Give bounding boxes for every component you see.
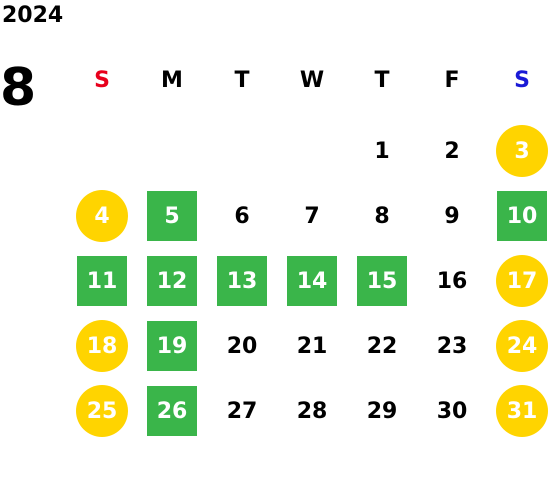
day-cell[interactable]: 23 — [436, 333, 468, 359]
day-cell[interactable]: 4 — [76, 190, 128, 242]
weekday-sat: S — [514, 68, 530, 93]
weekday-sun: S — [94, 68, 110, 93]
day-cell[interactable]: 24 — [496, 320, 548, 372]
day-cell[interactable]: 13 — [217, 256, 267, 306]
day-cell[interactable]: 22 — [366, 333, 398, 359]
weekday-wed: W — [299, 68, 325, 93]
weekday-mon: M — [161, 68, 183, 93]
day-cell[interactable]: 20 — [226, 333, 258, 359]
weekday-tue: T — [234, 68, 250, 93]
day-cell[interactable]: 3 — [496, 125, 548, 177]
day-cell[interactable]: 6 — [234, 203, 250, 229]
day-cell[interactable]: 2 — [444, 138, 460, 164]
day-cell[interactable]: 27 — [226, 398, 258, 424]
day-cell[interactable]: 25 — [76, 385, 128, 437]
day-cell[interactable]: 7 — [304, 203, 320, 229]
day-cell[interactable]: 28 — [296, 398, 328, 424]
day-cell[interactable]: 29 — [366, 398, 398, 424]
day-cell[interactable]: 21 — [296, 333, 328, 359]
day-cell[interactable]: 30 — [436, 398, 468, 424]
year-label: 2024 — [2, 3, 64, 28]
day-cell[interactable]: 5 — [147, 191, 197, 241]
day-cell[interactable]: 14 — [287, 256, 337, 306]
day-cell[interactable]: 19 — [147, 321, 197, 371]
weekday-thu: T — [374, 68, 390, 93]
day-cell[interactable]: 15 — [357, 256, 407, 306]
day-cell[interactable]: 16 — [436, 268, 468, 294]
day-cell[interactable]: 31 — [496, 385, 548, 437]
day-cell[interactable]: 17 — [496, 255, 548, 307]
month-label: 8 — [0, 58, 37, 118]
day-cell[interactable]: 1 — [374, 138, 390, 164]
day-cell[interactable]: 9 — [444, 203, 460, 229]
day-cell[interactable]: 11 — [77, 256, 127, 306]
day-cell[interactable]: 8 — [374, 203, 390, 229]
day-cell[interactable]: 10 — [497, 191, 547, 241]
weekday-fri: F — [444, 68, 460, 93]
day-cell[interactable]: 26 — [147, 386, 197, 436]
day-cell[interactable]: 18 — [76, 320, 128, 372]
day-cell[interactable]: 12 — [147, 256, 197, 306]
